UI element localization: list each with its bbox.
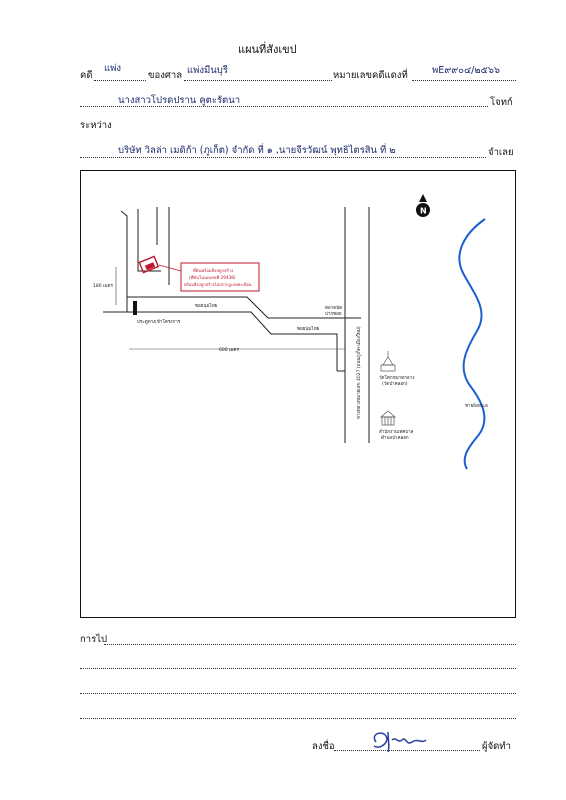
- soi-road-edge-bottom: [103, 311, 338, 371]
- court-label: ของศาล: [148, 70, 183, 81]
- case-number-label: หมายเลขคดีแดงที่: [333, 70, 408, 81]
- gate-marker: [133, 301, 137, 315]
- dim-small-label: 180 เมตร: [93, 283, 113, 289]
- handwritten-signature: [373, 731, 427, 753]
- property-fill: [144, 262, 156, 271]
- court-line: [184, 80, 332, 81]
- junction-label-2: ปากซอย: [325, 311, 342, 317]
- defendant-label: จำเลย: [488, 147, 514, 158]
- temple-label-2: (วัดป่าคลอก): [382, 381, 408, 387]
- junction-label-1: ตลาดนัด: [325, 305, 342, 311]
- page-title: แผนที่สังเขป: [238, 43, 297, 56]
- soi-label-1: ซอยนุ่มไทย: [195, 303, 218, 309]
- north-circle-icon: [416, 203, 430, 217]
- office-label-1: สำนักงานเทศบาล: [379, 428, 414, 435]
- north-arrow-icon: [419, 194, 427, 202]
- property-line-1: ที่ดินพร้อมสิ่งปลูกสร้าง: [193, 267, 233, 274]
- north-letter: N: [420, 207, 427, 216]
- plaintiff-line: [80, 106, 488, 107]
- soi-road-edge-top: [127, 296, 361, 319]
- plaintiff-value: นางสาวโปรดปราน คูตะรัตนา: [118, 95, 241, 106]
- court-value: แพ่งมีนบุรี: [187, 65, 228, 76]
- property-pointer: [158, 264, 182, 272]
- temple-label-1: วัดโคกขนาดกลาง: [379, 374, 414, 381]
- sign-line: [334, 750, 480, 751]
- office-icon: [380, 410, 396, 426]
- soi-label-2: ซอยนุ่มไทย: [297, 326, 320, 332]
- case-type-line: [94, 80, 146, 81]
- defendant-value: บริษัท วิลล่า เมดิก้า (ภูเก็ต) จำกัด ที่…: [118, 145, 396, 156]
- defendant-line: [80, 157, 486, 158]
- between-label: ระหว่าง: [80, 120, 112, 131]
- property-box: [180, 262, 260, 292]
- gate-label: ประตูทางเข้าโครงการ: [137, 318, 181, 325]
- remarks-line-2: [80, 668, 516, 669]
- remarks-line-3: [80, 693, 516, 694]
- case-number-line: [412, 80, 516, 81]
- coastline: [458, 218, 486, 470]
- property-line-3: พร้อมสิ่งปลูกสร้างไม่ปรากฏเลขทะเบียน: [184, 282, 252, 288]
- left-road-edge-1: [120, 210, 128, 297]
- highway-label: ทางหลวงหมายเลข 4027 (ถนนภูเก็ต-เมืองใหม่…: [354, 326, 362, 419]
- property-line-2: (ที่ดินโฉนดเลขที่ 29438): [189, 274, 236, 280]
- dim-large-label: 600 เมตร: [219, 347, 239, 353]
- remarks-line-4: [80, 718, 516, 719]
- sea-label: ชายฝั่งทะเล: [465, 402, 488, 409]
- role-label: ผู้จัดทำ: [482, 741, 511, 752]
- sign-label: ลงชื่อ: [312, 741, 335, 752]
- remarks-line-1: [104, 644, 516, 645]
- property-marker: [138, 255, 160, 274]
- case-number-value: พE๙๙๐๔/๒๕๖๖: [432, 65, 500, 76]
- remarks-label: การไป: [80, 634, 107, 645]
- sketch-map: 180 เมตร 600 เมตร ที่ดินพร้อมสิ่งปลูกสร้…: [80, 170, 516, 618]
- plaintiff-label: โจทก์: [490, 97, 513, 108]
- case-type-value: แพ่ง: [104, 63, 122, 74]
- map-drawing: 180 เมตร 600 เมตร ที่ดินพร้อมสิ่งปลูกสร้…: [93, 194, 488, 470]
- case-label: คดี: [80, 70, 93, 81]
- office-label-2: ตำบลป่าคลอก: [381, 434, 409, 441]
- left-road-edge-2: [137, 209, 161, 272]
- temple-icon: [380, 351, 396, 372]
